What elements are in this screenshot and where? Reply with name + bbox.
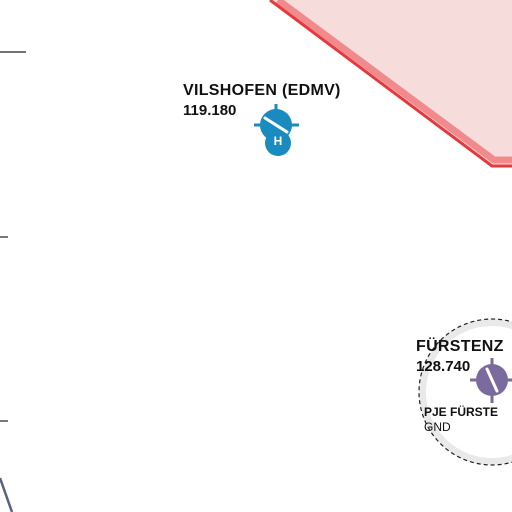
airfield-frequency-vilshofen: 119.180 bbox=[183, 102, 237, 119]
restricted-area-border bbox=[269, 0, 512, 168]
jump-zone-name: PJE FÜRSTE bbox=[424, 405, 499, 419]
glider-airfield-icon[interactable] bbox=[470, 358, 512, 403]
airfield-name-vilshofen: VILSHOFEN (EDMV) bbox=[183, 82, 341, 99]
restricted-airspace-area[interactable] bbox=[269, 0, 512, 168]
restricted-area-border-tint bbox=[275, 0, 512, 164]
route-line bbox=[0, 477, 14, 512]
airfield-name-fuerstenzell: FÜRSTENZ bbox=[416, 338, 504, 355]
heliport-letter: H bbox=[273, 134, 283, 148]
heliport-airfield-icon[interactable] bbox=[254, 104, 299, 156]
airfield-frequency-fuerstenzell: 128.740 bbox=[416, 358, 471, 375]
jump-zone-limit: GND bbox=[424, 420, 451, 434]
